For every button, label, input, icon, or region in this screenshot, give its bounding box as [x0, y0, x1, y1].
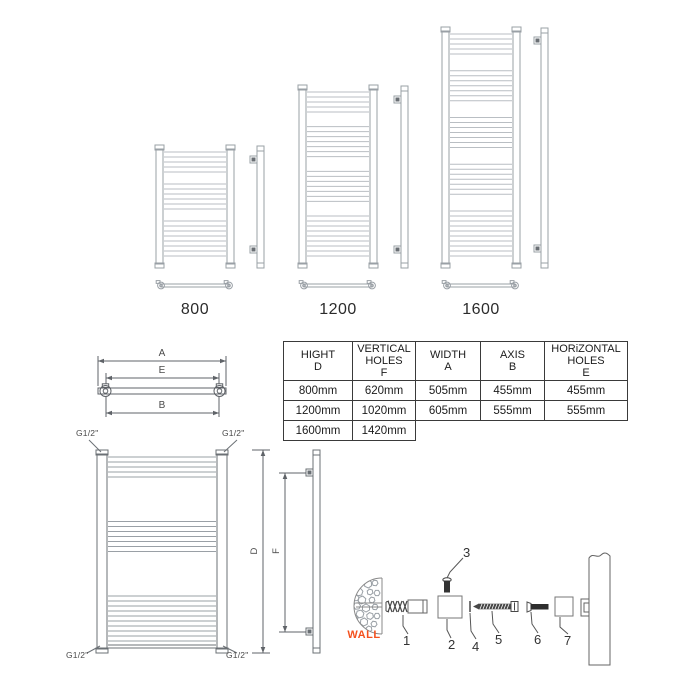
- size-label-1600: 1600: [462, 301, 500, 318]
- spec-cell: 555mm: [544, 400, 628, 421]
- top-view-drawing: [97, 356, 227, 417]
- spec-header-cell: WIDTH A: [415, 341, 481, 381]
- spec-header-cell: AXIS B: [480, 341, 545, 381]
- part-number-4: 4: [472, 639, 480, 654]
- width-dim-label: A: [158, 348, 166, 359]
- radiator-1600-side: [533, 27, 549, 269]
- spec-cell: 1420mm: [352, 420, 416, 441]
- height-dim-label: D: [249, 547, 260, 555]
- spec-cell: 620mm: [352, 380, 416, 401]
- connection-label-bottom-left: G1/2": [66, 650, 89, 660]
- spec-cell: 555mm: [480, 400, 545, 421]
- spec-cell: 1600mm: [283, 420, 353, 441]
- spec-cell: 800mm: [283, 380, 353, 401]
- radiator-1600-front: [440, 26, 522, 269]
- part-number-6: 6: [534, 632, 542, 647]
- size-label-800: 800: [180, 301, 210, 318]
- radiator-800-footprint: [155, 280, 233, 290]
- horizontal-holes-dim-label: E: [158, 365, 166, 376]
- spec-cell: 605mm: [415, 400, 481, 421]
- spec-header-cell: VERTICAL HOLES F: [352, 341, 416, 381]
- spec-header-cell: HORiZONTAL HOLES E: [544, 341, 628, 381]
- part-number-2: 2: [448, 637, 456, 652]
- vertical-holes-dim-label: F: [271, 548, 282, 554]
- radiator-800-side: [249, 145, 265, 269]
- fixing-parts: [385, 552, 611, 666]
- height-dimension: [252, 449, 270, 654]
- part-number-7: 7: [564, 633, 572, 648]
- size-label-1200: 1200: [319, 301, 357, 318]
- part-number-5: 5: [495, 632, 503, 647]
- radiator-1200-side: [393, 85, 409, 269]
- spec-header-cell: HIGHT D: [283, 341, 353, 381]
- spec-cell: 505mm: [415, 380, 481, 401]
- vertical-holes-dimension: [279, 472, 306, 633]
- radiator-1200-front: [297, 84, 379, 269]
- wall-section: [353, 577, 383, 635]
- radiator-800-front: [154, 144, 236, 269]
- wall-label: WALL: [347, 629, 381, 641]
- part-number-1: 1: [403, 633, 411, 648]
- connection-label-top-right: G1/2": [222, 428, 245, 438]
- detail-side-view: [305, 449, 321, 654]
- spec-cell: 1200mm: [283, 400, 353, 421]
- radiator-1600-footprint: [441, 280, 519, 290]
- connection-label-top-left: G1/2": [76, 428, 99, 438]
- axis-dim-label: B: [158, 400, 166, 411]
- spec-cell: 455mm: [544, 380, 628, 401]
- part-number-3: 3: [463, 545, 471, 560]
- part-leaders: [402, 557, 569, 640]
- detail-front-view: [86, 439, 238, 654]
- connection-label-bottom-right: G1/2": [226, 650, 249, 660]
- spec-cell: 455mm: [480, 380, 545, 401]
- radiator-1200-footprint: [298, 280, 376, 290]
- spec-cell: 1020mm: [352, 400, 416, 421]
